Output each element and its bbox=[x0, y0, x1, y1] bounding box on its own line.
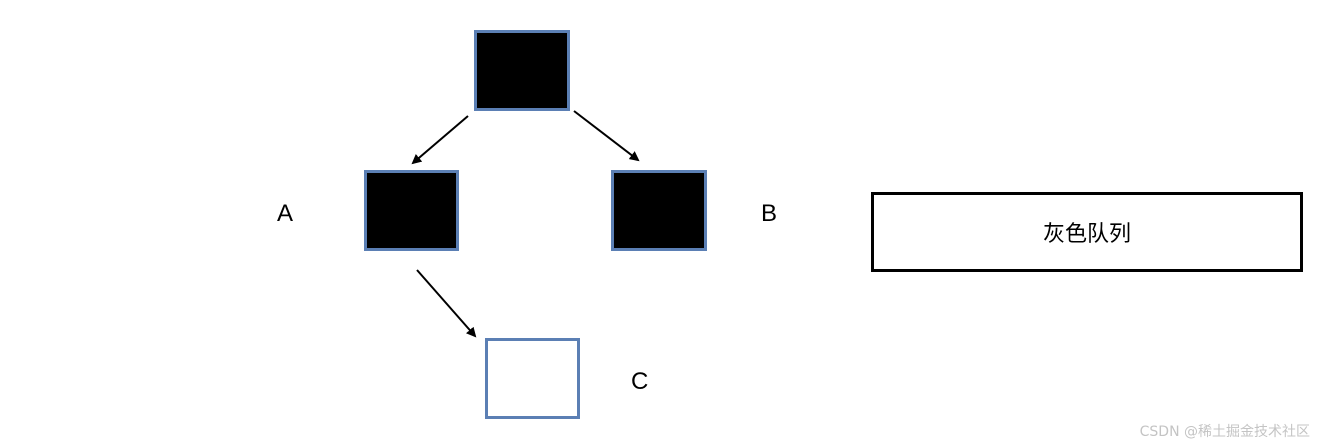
watermark: CSDN @稀土掘金技术社区 bbox=[1139, 424, 1310, 440]
gray-queue-box: 灰色队列 bbox=[871, 192, 1303, 272]
edge-a-to-c bbox=[416, 269, 477, 338]
edge-root-to-b bbox=[573, 110, 640, 162]
node-a bbox=[364, 170, 459, 251]
node-b bbox=[611, 170, 707, 251]
node-root bbox=[474, 30, 570, 111]
node-c bbox=[485, 338, 580, 419]
gray-queue-label: 灰色队列 bbox=[1042, 222, 1131, 247]
edge-root-to-a bbox=[411, 115, 469, 165]
node-c-label: C bbox=[631, 368, 649, 395]
node-b-label: B bbox=[761, 200, 778, 227]
node-a-label: A bbox=[277, 200, 294, 227]
